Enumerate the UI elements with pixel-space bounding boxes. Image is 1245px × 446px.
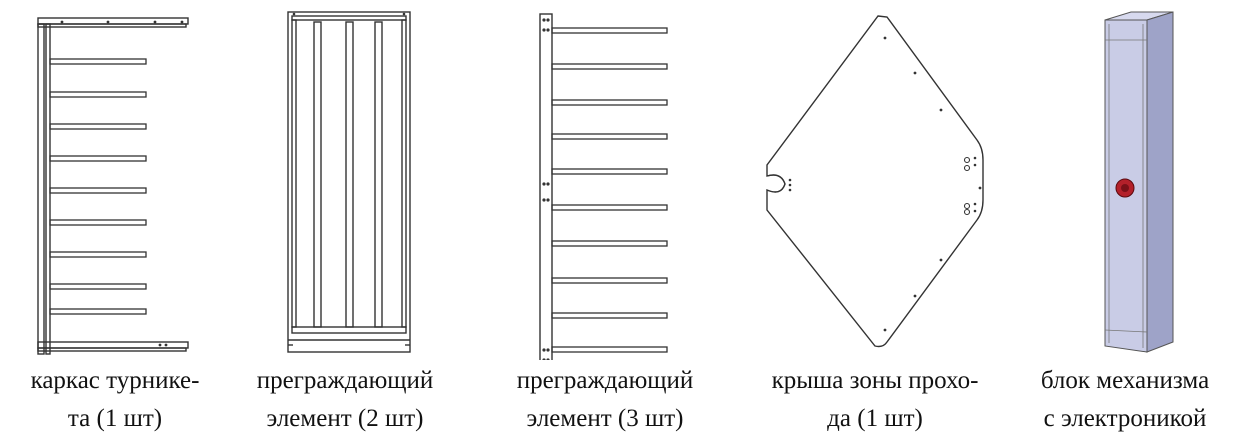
caption-line-1: крыша зоны прохо- bbox=[771, 367, 979, 394]
passage-roof-drawing bbox=[766, 15, 984, 348]
caption-passage-roof: крыша зоны прохо- да (1 шт) bbox=[745, 362, 1005, 438]
caption-line-1: преграждающий bbox=[256, 367, 434, 394]
mechanism-unit-drawing bbox=[1104, 11, 1174, 353]
part-barrier-comb: преграждающий элемент (3 шт) bbox=[480, 0, 730, 446]
caption-line-1: блок механизма bbox=[1040, 367, 1210, 394]
caption-line-2: элемент (3 шт) bbox=[526, 405, 684, 432]
caption-line-2: та (1 шт) bbox=[67, 405, 163, 432]
caption-barrier-panel: преграждающий элемент (2 шт) bbox=[230, 362, 460, 438]
part-turnstile-frame: каркас турнике- та (1 шт) bbox=[0, 0, 230, 446]
caption-line-1: преграждающий bbox=[516, 367, 694, 394]
caption-line-2: с электроникой bbox=[1043, 405, 1207, 432]
caption-barrier-comb: преграждающий элемент (3 шт) bbox=[480, 362, 730, 438]
caption-mechanism-unit: блок механизма с электроникой bbox=[1005, 362, 1245, 438]
part-barrier-panel: преграждающий элемент (2 шт) bbox=[230, 0, 460, 446]
caption-turnstile-frame: каркас турнике- та (1 шт) bbox=[0, 362, 230, 438]
caption-line-2: да (1 шт) bbox=[827, 405, 923, 432]
barrier-panel-drawing bbox=[287, 11, 411, 353]
barrier-comb-drawing bbox=[539, 13, 668, 360]
caption-line-2: элемент (2 шт) bbox=[266, 405, 424, 432]
part-passage-roof: крыша зоны прохо- да (1 шт) bbox=[745, 0, 1005, 446]
caption-line-1: каркас турнике- bbox=[30, 367, 200, 394]
part-mechanism-unit: блок механизма с электроникой bbox=[1005, 0, 1245, 446]
turnstile-frame-drawing bbox=[37, 17, 189, 355]
